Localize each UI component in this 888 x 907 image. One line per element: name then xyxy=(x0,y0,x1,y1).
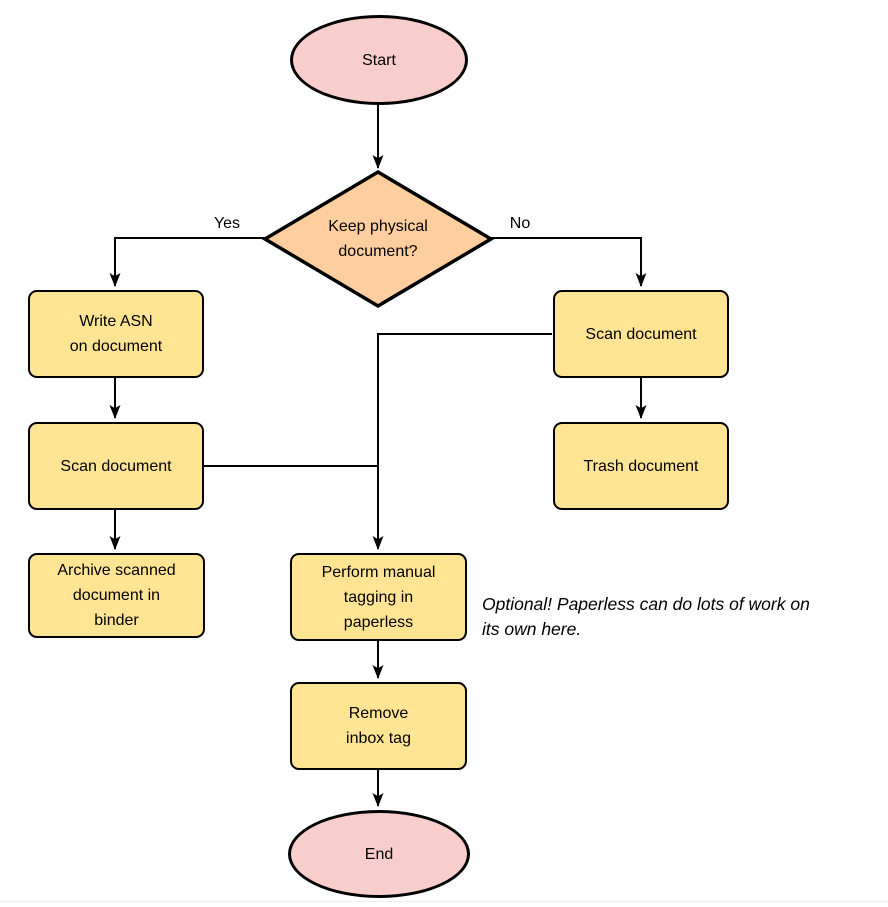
process-node-scan-document-right: Scan document xyxy=(553,290,729,378)
optional-annotation-text: Optional! Paperless can do lots of work … xyxy=(482,594,810,639)
process-node-write-asn: Write ASN on document xyxy=(28,290,204,378)
start-terminal-node: Start xyxy=(290,15,468,105)
edge-decision-no-to-scan-right xyxy=(491,237,647,287)
edge-label-yes: Yes xyxy=(213,215,241,232)
process-node-scan-document-left: Scan document xyxy=(28,422,204,510)
page-bottom-divider xyxy=(0,901,888,902)
process-node-archive-binder: Archive scanned document in binder xyxy=(28,553,205,638)
process-node-remove-inbox-tag: Remove inbox tag xyxy=(290,682,467,770)
edge-decision-yes-to-write-asn xyxy=(109,237,265,287)
edge-scan-right-to-tagging xyxy=(372,333,552,550)
process-node-manual-tagging: Perform manual tagging in paperless xyxy=(290,553,467,641)
edge-label-no: No xyxy=(509,215,531,232)
decision-diamond-shape xyxy=(261,169,495,309)
decision-diamond-label: Keep physical document? xyxy=(328,218,428,260)
process-node-trash-document: Trash document xyxy=(553,422,729,510)
end-terminal-node: End xyxy=(288,810,470,898)
